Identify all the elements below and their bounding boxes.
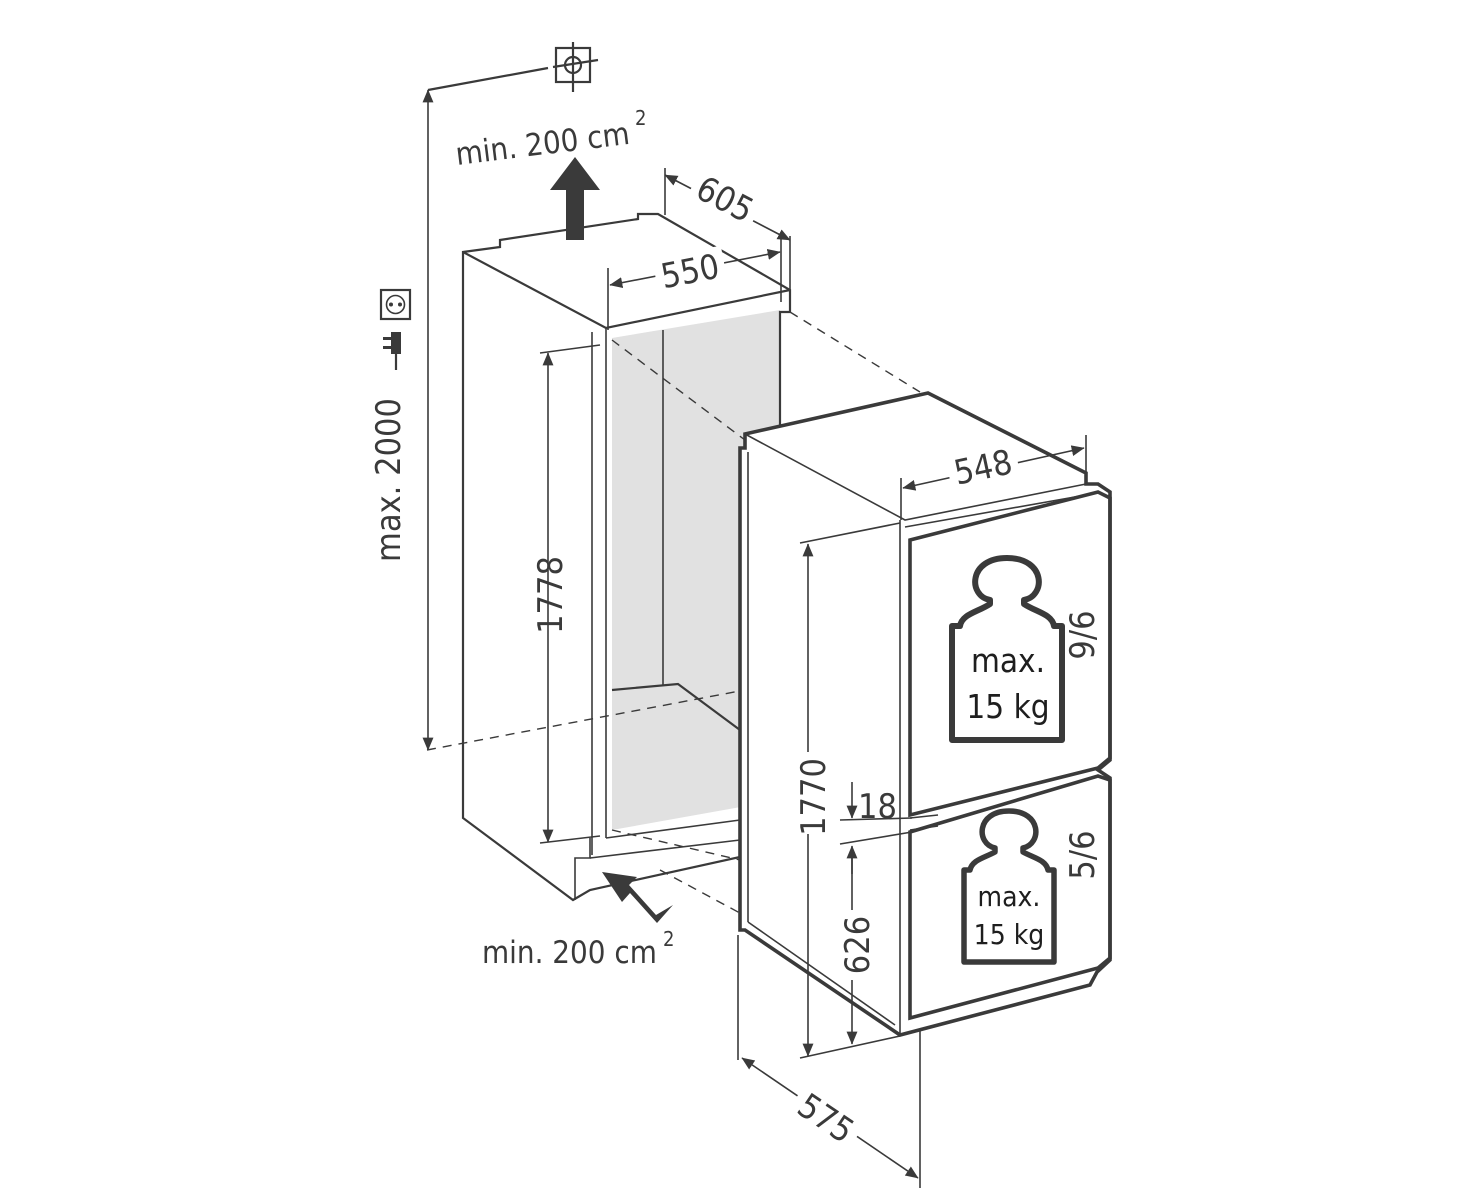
appliance-height-label: 1770 — [794, 758, 834, 836]
bottom-vent-label: min. 200 cm — [482, 935, 657, 971]
top-ventilation: min. 200 cm 2 — [454, 106, 646, 240]
niche-cabinet — [461, 212, 792, 902]
weight-icon — [949, 555, 1065, 743]
weight-icon — [961, 808, 1057, 965]
lower-door-load: max. 15 kg — [961, 808, 1057, 965]
bottom-vent-superscript: 2 — [663, 927, 674, 951]
lower-load-line2: 15 kg — [974, 918, 1045, 951]
upper-door-hinge-label: 9/6 — [1063, 610, 1103, 659]
power-plug-icon — [383, 332, 401, 370]
lower-door-height-label: 626 — [838, 916, 878, 974]
door-gap-label: 18 — [858, 787, 897, 827]
dimension-niche-width: 550 — [607, 238, 782, 330]
appliance-body — [738, 391, 1112, 1037]
dimension-appliance-height: 1770 — [793, 522, 901, 1059]
lower-door-hinge-label: 5/6 — [1063, 830, 1103, 879]
lower-load-line1: max. — [978, 880, 1041, 913]
socket-outlet-icon — [379, 288, 412, 321]
upper-door — [908, 490, 1112, 818]
upper-load-line1: max. — [971, 641, 1045, 680]
water-connection-icon — [427, 42, 599, 92]
ventilation-arrow-icon — [602, 872, 673, 923]
upper-door-load: max. 15 kg — [949, 555, 1065, 743]
dimension-niche-height: 1778 — [531, 344, 601, 844]
dimension-door-gap: 18 — [839, 782, 913, 874]
top-vent-superscript: 2 — [635, 106, 646, 130]
ventilation-arrow-icon — [550, 157, 600, 240]
dimension-max-height: max. 2000 — [369, 89, 434, 751]
top-vent-label: min. 200 cm — [454, 116, 632, 173]
upper-load-line2: 15 kg — [966, 687, 1049, 726]
bottom-ventilation: min. 200 cm 2 — [482, 872, 674, 971]
lower-door — [908, 774, 1112, 1021]
niche-back-wall — [612, 310, 780, 830]
niche-width-label: 550 — [658, 247, 723, 297]
niche-height-label: 1778 — [531, 556, 571, 634]
max-height-label: max. 2000 — [369, 398, 409, 562]
dimension-lower-door-height: 626 — [836, 858, 878, 1045]
